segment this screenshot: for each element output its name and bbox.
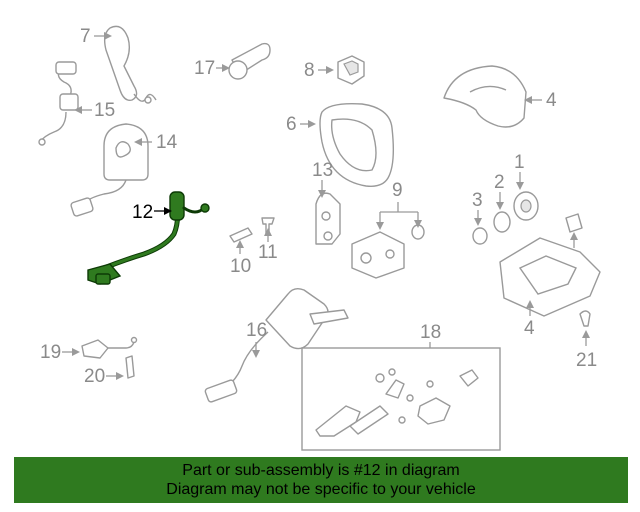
- callout-13: 13: [312, 160, 333, 198]
- part-3-bushing[interactable]: [472, 227, 488, 245]
- svg-text:15: 15: [94, 100, 115, 121]
- svg-text:6: 6: [286, 114, 297, 135]
- callout-3: 3: [472, 190, 483, 226]
- callout-6: 6: [286, 114, 316, 135]
- svg-text:1: 1: [514, 152, 525, 173]
- callout-4a: 4: [524, 90, 557, 111]
- callout-1: 1: [514, 152, 525, 190]
- svg-text:19: 19: [40, 342, 61, 363]
- part-15-switch[interactable]: [38, 61, 79, 146]
- part-8-knob[interactable]: [337, 55, 365, 85]
- callout-14: 14: [134, 132, 178, 153]
- part-20-connector[interactable]: [125, 355, 135, 379]
- svg-text:9: 9: [392, 180, 403, 201]
- callout-12: 12: [132, 202, 172, 223]
- svg-text:17: 17: [194, 58, 215, 79]
- part-13-bracket[interactable]: [315, 192, 341, 245]
- part-6-bezel[interactable]: [319, 102, 395, 188]
- banner-line-1: Part or sub-assembly is #12 in diagram: [182, 462, 460, 479]
- part-19-sensor[interactable]: [81, 336, 138, 359]
- svg-text:4: 4: [546, 90, 557, 111]
- callout-15: 15: [74, 100, 115, 121]
- callout-9: 9: [376, 180, 422, 230]
- part-18-kit-box[interactable]: [301, 347, 501, 451]
- part-1-disc[interactable]: [513, 191, 539, 221]
- banner-line-2: Diagram may not be specific to your vehi…: [166, 481, 476, 498]
- part-14-cover[interactable]: [70, 123, 149, 217]
- callout-4b: 4: [524, 300, 535, 339]
- part-4-lower-shroud[interactable]: [499, 237, 601, 317]
- svg-text:3: 3: [472, 190, 483, 211]
- part-12-wire-harness[interactable]: [87, 191, 210, 285]
- svg-text:18: 18: [420, 322, 441, 343]
- part-21-pin[interactable]: [579, 310, 591, 327]
- part-4-upper-shroud[interactable]: [443, 65, 527, 128]
- svg-text:10: 10: [230, 256, 251, 277]
- part-2-bearing[interactable]: [493, 211, 511, 233]
- info-banner: Part or sub-assembly is #12 in diagram D…: [14, 457, 628, 503]
- part-17-lock-cylinder[interactable]: [228, 42, 271, 80]
- svg-text:16: 16: [246, 320, 267, 341]
- svg-text:7: 7: [80, 26, 91, 47]
- part-16-combination-switch[interactable]: [204, 287, 349, 403]
- part-5-clip[interactable]: [565, 213, 583, 233]
- svg-text:4: 4: [524, 318, 535, 339]
- svg-text:12: 12: [132, 202, 153, 223]
- callout-8: 8: [304, 60, 334, 81]
- parts-diagram: 7 15 14 12: [38, 25, 601, 451]
- svg-text:13: 13: [312, 160, 333, 181]
- svg-text:21: 21: [576, 350, 597, 371]
- callout-7: 7: [80, 26, 112, 47]
- callout-11: 11: [258, 228, 278, 263]
- svg-text:14: 14: [156, 132, 178, 153]
- callout-19: 19: [40, 342, 80, 363]
- callout-10: 10: [230, 240, 251, 277]
- callout-16: 16: [246, 320, 267, 358]
- part-10-clip[interactable]: [229, 227, 253, 243]
- svg-text:2: 2: [494, 172, 505, 193]
- callout-2: 2: [494, 172, 505, 210]
- callout-21: 21: [576, 330, 597, 371]
- part-7-cable[interactable]: [103, 25, 157, 104]
- svg-text:20: 20: [84, 366, 105, 387]
- callout-20: 20: [84, 366, 124, 387]
- callout-18: 18: [420, 322, 441, 348]
- part-9-housing[interactable]: [351, 224, 425, 279]
- svg-text:8: 8: [304, 60, 315, 81]
- svg-text:11: 11: [258, 242, 278, 263]
- callout-17: 17: [194, 58, 230, 79]
